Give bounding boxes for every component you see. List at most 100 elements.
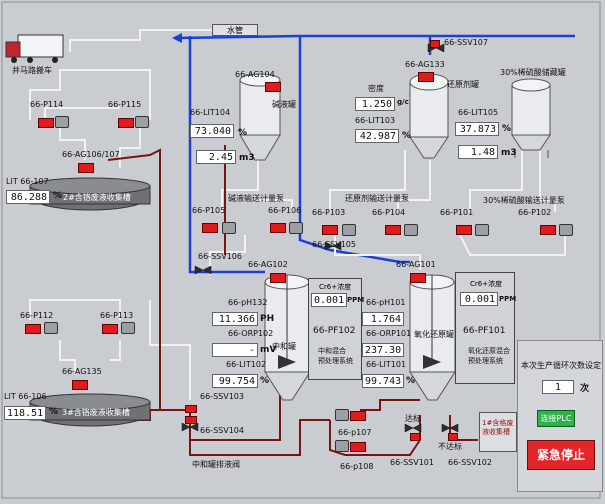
ph101-value: 1.764 <box>362 312 404 326</box>
redox-cr-value: 0.001 <box>460 292 498 306</box>
p103-tag: 66-P103 <box>312 208 346 217</box>
p113-status-led[interactable] <box>102 324 118 334</box>
lit105-tag: 66-LIT105 <box>458 108 499 117</box>
neutral-cr-value: 0.001 <box>311 293 347 307</box>
p104-tag: 66-P104 <box>372 208 406 217</box>
p101-status-led[interactable] <box>456 225 472 235</box>
lit103-tag: 66-LIT103 <box>355 116 396 125</box>
water-arrow <box>172 33 182 43</box>
ag104-status-led[interactable] <box>265 82 281 92</box>
ag133-tag: 66-AG133 <box>405 60 445 69</box>
p107-tag: 66-p107 <box>338 428 372 437</box>
lit103-unit: % <box>402 131 412 141</box>
ssv105-tag: 66-SSV105 <box>312 240 356 249</box>
ph132-value: 11.366 <box>212 312 258 326</box>
reducer-tank-shape <box>409 73 449 159</box>
p112-tag: 66-P112 <box>20 311 54 320</box>
water-pipe-label: 水管 <box>212 24 258 36</box>
p115-status-led[interactable] <box>118 118 134 128</box>
lit106-tag: LIT 66-106 <box>4 392 47 401</box>
redox-cr-panel: Cr6+浓度 <box>455 272 515 384</box>
truck-icon <box>5 34 64 63</box>
acid-volume-unit: m3 <box>501 148 517 158</box>
p108-pump-icon[interactable] <box>335 440 349 452</box>
neutral-mixer-line1: 中和混合 <box>318 347 346 355</box>
redox-mixer-line2: 预处理系统 <box>468 357 503 365</box>
neutral-mixer-line2: 预处理系统 <box>318 357 353 365</box>
p106-tag: 66-P106 <box>268 206 302 215</box>
ag135-status-led[interactable] <box>72 380 88 390</box>
ssv104-tag: 66-SSV104 <box>200 426 244 435</box>
p108-tag: 66-p108 <box>340 462 374 471</box>
collect-1-label: 1#含格废液收集槽 <box>482 419 514 436</box>
p106-status-led[interactable] <box>270 223 286 233</box>
ag102-status-led[interactable] <box>270 273 286 283</box>
p115-pump-icon[interactable] <box>135 116 149 128</box>
water-pipe <box>177 34 575 40</box>
ssv107-tag: 66-SSV107 <box>444 38 488 47</box>
ssv107-status-led[interactable] <box>430 40 440 48</box>
p102-tag: 66-P102 <box>518 208 552 217</box>
reducer-pump-group-label: 还原剂输送计量泵 <box>345 194 409 203</box>
ssv101-status-led[interactable] <box>410 433 420 441</box>
p104-pump-icon[interactable] <box>404 224 418 236</box>
p113-pump-icon[interactable] <box>121 322 135 334</box>
p114-tag: 66-P114 <box>30 100 64 109</box>
pf102-tag: 66-PF102 <box>313 326 356 336</box>
ssv102-tag: 66-SSV102 <box>448 458 492 467</box>
density-label: 密度 <box>368 84 384 93</box>
p112-status-led[interactable] <box>25 324 41 334</box>
ssv106-tag: 66-SSV106 <box>198 252 242 261</box>
ssv103-status-led[interactable] <box>185 405 197 413</box>
p105-status-led[interactable] <box>202 223 218 233</box>
lit103-value: 42.987 <box>355 129 399 143</box>
p107-pump-icon[interactable] <box>335 409 349 421</box>
neutral-drain-label: 中和罐排液阀 <box>192 460 240 469</box>
emergency-stop-button[interactable]: 紧急停止 <box>527 440 595 470</box>
p115-tag: 66-P115 <box>108 100 142 109</box>
p106-pump-icon[interactable] <box>289 222 303 234</box>
cycle-count-title: 本次生产循环次数设定 <box>521 361 601 370</box>
alkali-pump-group-label: 碱液输送计量泵 <box>228 194 284 203</box>
cycle-count-input[interactable]: 1 <box>542 380 574 394</box>
p101-pump-icon[interactable] <box>475 224 489 236</box>
lit106-value: 118.51 <box>4 406 46 420</box>
connect-plc-button[interactable]: 连接PLC <box>537 410 575 427</box>
p107-status-led[interactable] <box>350 411 366 421</box>
alkali-tank-label: 碱液罐 <box>272 100 296 109</box>
orp101-value: 237.30 <box>362 343 404 357</box>
lit107-value: 86.288 <box>6 190 50 204</box>
p105-pump-icon[interactable] <box>222 222 236 234</box>
redox-cr-label: Cr6+浓度 <box>470 280 503 288</box>
p102-pump-icon[interactable] <box>559 224 573 236</box>
p104-status-led[interactable] <box>385 225 401 235</box>
lit107-tag: LIT 66-107 <box>6 177 49 186</box>
ag106-status-led[interactable] <box>78 163 94 173</box>
ok-label: 达标 <box>405 414 421 423</box>
acid-tank-label: 30%稀硫酸储藏罐 <box>500 68 566 77</box>
ssv102-status-led[interactable] <box>448 433 458 441</box>
collect-pool-2-label: 2#含铬废液收集槽 <box>63 193 131 202</box>
lit102-tag: 66-LIT102 <box>226 360 267 369</box>
ssv104-status-led[interactable] <box>185 416 197 424</box>
ag101-status-led[interactable] <box>410 273 426 283</box>
density-unit: g/c <box>397 98 409 106</box>
p108-status-led[interactable] <box>350 442 366 452</box>
lit102-value: 99.754 <box>212 374 258 388</box>
ph132-unit: PH <box>260 314 275 324</box>
p105-tag: 66-P105 <box>192 206 226 215</box>
p113-tag: 66-P113 <box>100 311 134 320</box>
p102-status-led[interactable] <box>540 225 556 235</box>
neutral-cr-unit: PPM <box>347 296 365 304</box>
p114-pump-icon[interactable] <box>55 116 69 128</box>
p114-status-led[interactable] <box>38 118 54 128</box>
alkali-volume-unit: m3 <box>239 153 255 163</box>
p112-pump-icon[interactable] <box>44 322 58 334</box>
p103-status-led[interactable] <box>322 225 338 235</box>
p103-pump-icon[interactable] <box>342 224 356 236</box>
reducer-tank-label: 还原剂罐 <box>447 80 479 89</box>
orp102-unit: mV <box>260 345 277 355</box>
ag133-status-led[interactable] <box>418 72 434 82</box>
